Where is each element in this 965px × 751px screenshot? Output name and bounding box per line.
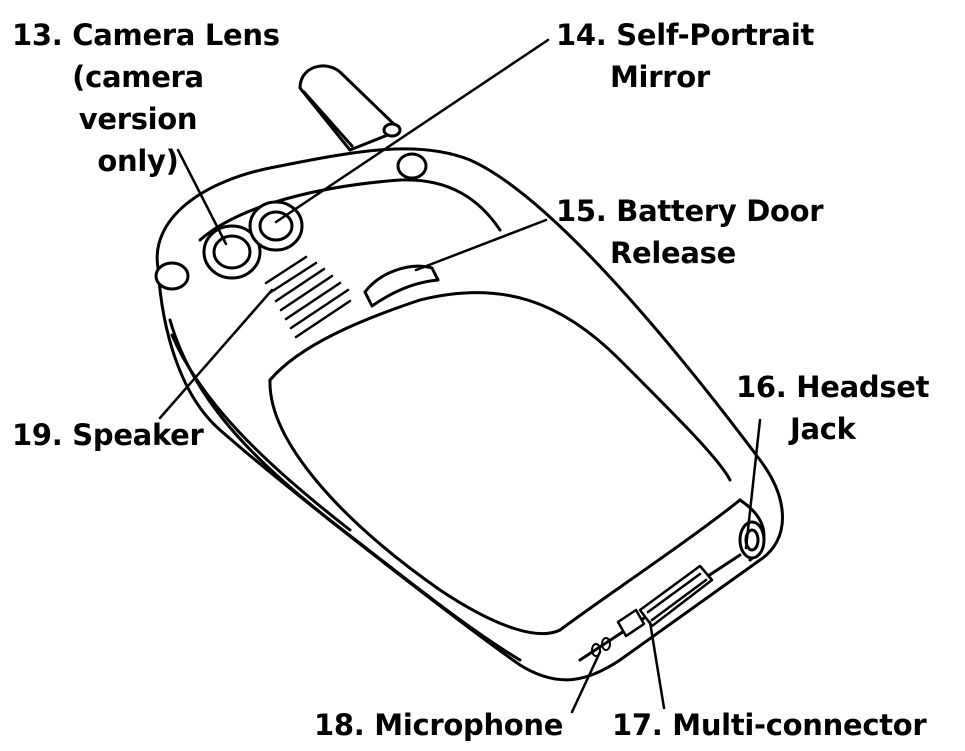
leader-multi-connector bbox=[648, 620, 666, 710]
callout-line: Jack bbox=[790, 412, 856, 446]
leader-battery-door-release bbox=[414, 218, 548, 272]
callout-multi-connector: 17. Multi-connector bbox=[612, 704, 927, 746]
callout-line: 17. Multi-connector bbox=[612, 708, 927, 742]
multi-connector-shape bbox=[616, 564, 714, 638]
callout-line: only) bbox=[97, 144, 179, 178]
callout-line: 13. Camera Lens bbox=[12, 18, 280, 52]
leader-self-portrait-mirror bbox=[274, 38, 550, 224]
callout-line: 14. Self-Portrait bbox=[556, 18, 815, 52]
leader-camera-lens bbox=[176, 148, 228, 246]
leader-headset-jack bbox=[744, 418, 762, 550]
mirror-dot-small bbox=[382, 122, 402, 138]
mirror-dot bbox=[396, 152, 428, 180]
battery-release-tab bbox=[363, 264, 440, 308]
callout-line: Release bbox=[610, 236, 737, 270]
callout-speaker: 19. Speaker bbox=[12, 414, 204, 456]
callout-line: Mirror bbox=[610, 60, 710, 94]
callout-line: 18. Microphone bbox=[314, 708, 564, 742]
leader-microphone bbox=[570, 650, 602, 714]
callout-self-portrait-mirror: 14. Self-Portrait Mirror bbox=[556, 14, 814, 98]
leader-lines bbox=[158, 38, 762, 714]
callout-line: 19. Speaker bbox=[12, 418, 204, 452]
headset-jack-shape bbox=[738, 520, 766, 560]
antenna bbox=[298, 64, 402, 152]
leader-speaker bbox=[158, 288, 274, 420]
microphone-shape bbox=[591, 637, 611, 657]
callout-headset-jack: 16. Headset Jack bbox=[736, 366, 930, 450]
callout-battery-door-release: 15. Battery Door Release bbox=[556, 190, 824, 274]
callout-line: 16. Headset bbox=[736, 370, 930, 404]
side-button bbox=[154, 261, 190, 291]
callout-line: (camera bbox=[72, 60, 204, 94]
callout-microphone: 18. Microphone bbox=[314, 704, 563, 746]
callout-camera-lens: 13. Camera Lens bbox=[12, 14, 280, 56]
callout-line: version bbox=[78, 102, 198, 136]
callout-line: 15. Battery Door bbox=[556, 194, 824, 228]
speaker-grille bbox=[264, 255, 352, 339]
callout-camera-lens-note: (camera version only) bbox=[60, 56, 216, 182]
